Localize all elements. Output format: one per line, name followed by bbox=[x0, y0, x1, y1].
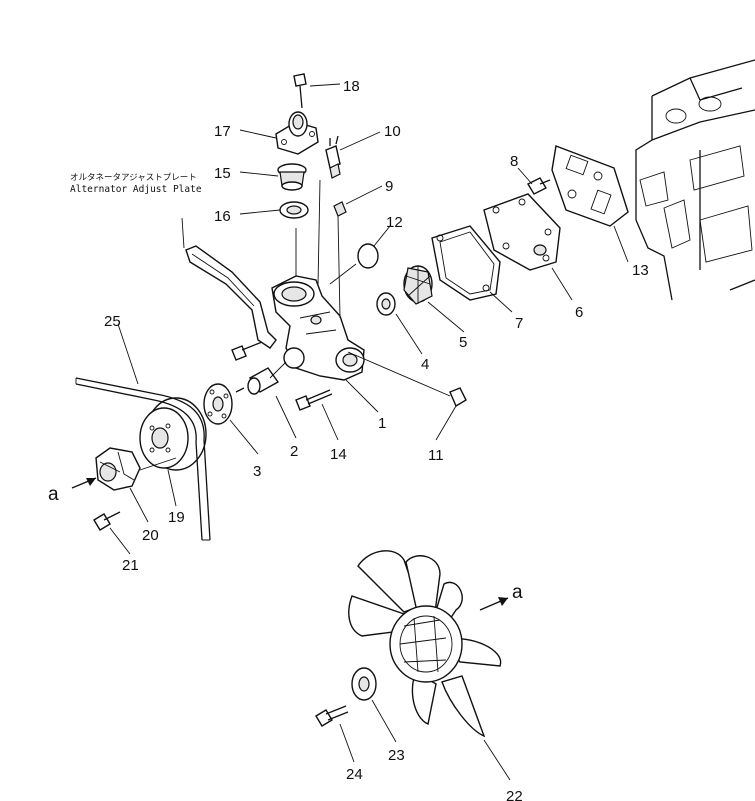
annotation-english: Alternator Adjust Plate bbox=[70, 184, 202, 195]
annotation-japanese: オルタネータアジャストプレート bbox=[70, 173, 197, 183]
bolt-18 bbox=[293, 73, 307, 109]
plug-9 bbox=[333, 201, 347, 217]
alternator-adjust-plate bbox=[185, 245, 277, 349]
callout-14: 14 bbox=[330, 446, 347, 463]
callout-5: 5 bbox=[459, 334, 467, 351]
callout-22: 22 bbox=[506, 788, 523, 801]
gasket-13 bbox=[551, 145, 629, 227]
callout-21: 21 bbox=[122, 557, 139, 574]
callout-2: 2 bbox=[290, 443, 298, 460]
view-arrow-hub bbox=[71, 477, 97, 489]
callout-13: 13 bbox=[632, 262, 649, 279]
seal-4 bbox=[376, 292, 396, 316]
callout-23: 23 bbox=[388, 747, 405, 764]
thermostat-cover-17 bbox=[275, 111, 319, 155]
callout-9: 9 bbox=[385, 178, 393, 195]
callout-12: 12 bbox=[386, 214, 403, 231]
callout-8: 8 bbox=[510, 153, 518, 170]
bolt-14 bbox=[295, 389, 333, 411]
view-marker-fan: a bbox=[512, 582, 523, 603]
callout-6: 6 bbox=[575, 304, 583, 321]
bolt-8 bbox=[527, 177, 551, 195]
pulley-19 bbox=[139, 397, 207, 471]
callout-3: 3 bbox=[253, 463, 261, 480]
callout-16: 16 bbox=[214, 208, 231, 225]
seal-16 bbox=[279, 201, 309, 219]
fan-22 bbox=[348, 550, 502, 738]
construction-lines bbox=[139, 179, 451, 471]
view-arrow-fan bbox=[479, 597, 509, 611]
callout-18: 18 bbox=[343, 78, 360, 95]
callout-7: 7 bbox=[515, 315, 523, 332]
gasket-7 bbox=[431, 225, 501, 301]
callout-15: 15 bbox=[214, 165, 231, 182]
leader-lines bbox=[109, 83, 629, 781]
bracket-bolt bbox=[231, 341, 263, 361]
callout-1: 1 bbox=[378, 415, 386, 432]
thermostat-15 bbox=[277, 163, 307, 191]
callout-11: 11 bbox=[428, 447, 444, 464]
callout-4: 4 bbox=[421, 356, 429, 373]
callout-25: 25 bbox=[104, 313, 121, 330]
fan-hub-20 bbox=[95, 447, 141, 491]
engine-block bbox=[635, 59, 755, 301]
view-marker-hub: a bbox=[48, 484, 59, 505]
callout-24: 24 bbox=[346, 766, 363, 783]
v-belt-25 bbox=[75, 377, 211, 541]
impeller-5 bbox=[403, 265, 433, 305]
cover-plate-6 bbox=[483, 193, 561, 271]
callout-10: 10 bbox=[384, 123, 401, 140]
plug-11 bbox=[449, 387, 467, 408]
flange-3 bbox=[203, 383, 233, 425]
spacer-23 bbox=[351, 667, 377, 701]
water-pump-body-1 bbox=[271, 275, 365, 381]
bearing-shaft-2 bbox=[235, 367, 280, 395]
callout-17: 17 bbox=[214, 123, 231, 140]
bolt-24 bbox=[315, 705, 349, 727]
o-ring-12 bbox=[357, 243, 379, 269]
callout-19: 19 bbox=[168, 509, 185, 526]
bolt-21 bbox=[93, 511, 121, 531]
callout-20: 20 bbox=[142, 527, 159, 544]
sensor-10 bbox=[325, 135, 341, 179]
